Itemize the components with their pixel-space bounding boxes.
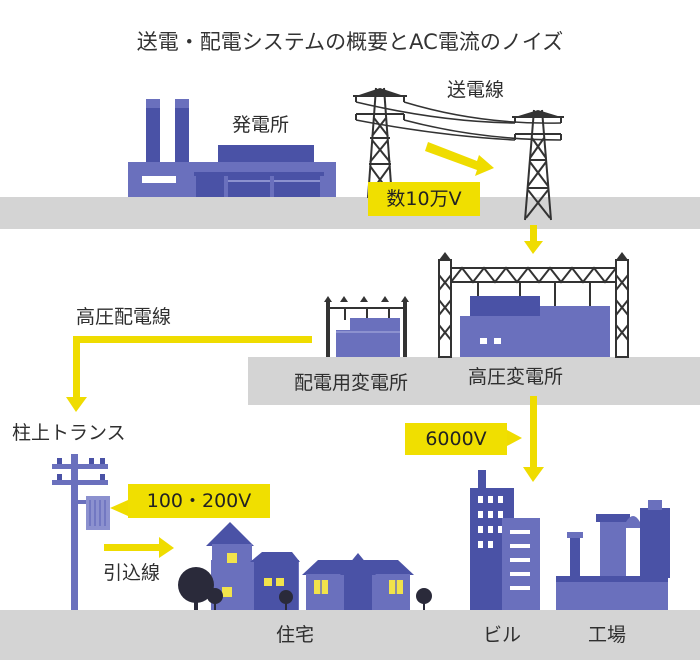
arrow-to-substation-head bbox=[524, 241, 543, 254]
arrow-to-substation-stem bbox=[530, 225, 537, 241]
voltage-tag-transmission: 数10万V bbox=[368, 182, 480, 216]
power-plant-label: 発電所 bbox=[232, 114, 290, 136]
arrow-service-head bbox=[159, 537, 174, 558]
house-illustration-right bbox=[302, 553, 414, 610]
arrow-hv-line-h bbox=[73, 336, 312, 343]
pole-transformer-label: 柱上トランス bbox=[12, 422, 126, 444]
high-voltage-substation-label: 高圧変電所 bbox=[468, 366, 564, 388]
service-line-label: 引込線 bbox=[103, 562, 161, 584]
transmission-tower-right bbox=[512, 109, 564, 221]
arrow-service-line bbox=[104, 544, 160, 551]
arrow-hv-line-head bbox=[66, 397, 87, 412]
high-voltage-distribution-line-label: 高圧配電線 bbox=[76, 306, 172, 328]
arrow-transmission bbox=[425, 142, 494, 176]
factory-illustration bbox=[556, 500, 670, 610]
building-label: ビル bbox=[483, 624, 522, 646]
arrow-6000-head bbox=[523, 467, 544, 482]
trees bbox=[178, 567, 432, 610]
office-building-illustration bbox=[470, 470, 540, 610]
page-title: 送電・配電システムの概要とAC電流のノイズ bbox=[136, 30, 564, 54]
arrow-hv-line-v bbox=[73, 336, 80, 398]
house-label: 住宅 bbox=[276, 624, 315, 646]
ground-lower bbox=[0, 610, 700, 660]
distribution-substation-label: 配電用変電所 bbox=[294, 372, 409, 394]
power-plant-illustration bbox=[128, 99, 336, 197]
voltage-tag-distribution: 6000V bbox=[405, 423, 507, 455]
high-voltage-substation-illustration bbox=[438, 252, 629, 358]
flow-arrows bbox=[66, 142, 544, 558]
ground-middle bbox=[248, 357, 700, 405]
factory-label: 工場 bbox=[588, 624, 627, 646]
distribution-substation-illustration bbox=[324, 296, 409, 357]
ground-upper bbox=[0, 197, 700, 229]
arrow-6000-v bbox=[530, 396, 537, 468]
transmission-wires bbox=[355, 101, 562, 141]
transmission-line-label: 送電線 bbox=[447, 79, 505, 101]
arrow-100-pointer bbox=[110, 500, 128, 516]
voltage-tag-household: 100・200V bbox=[128, 484, 270, 518]
arrow-6000-pointer bbox=[507, 430, 522, 446]
utility-pole-illustration bbox=[52, 454, 110, 610]
